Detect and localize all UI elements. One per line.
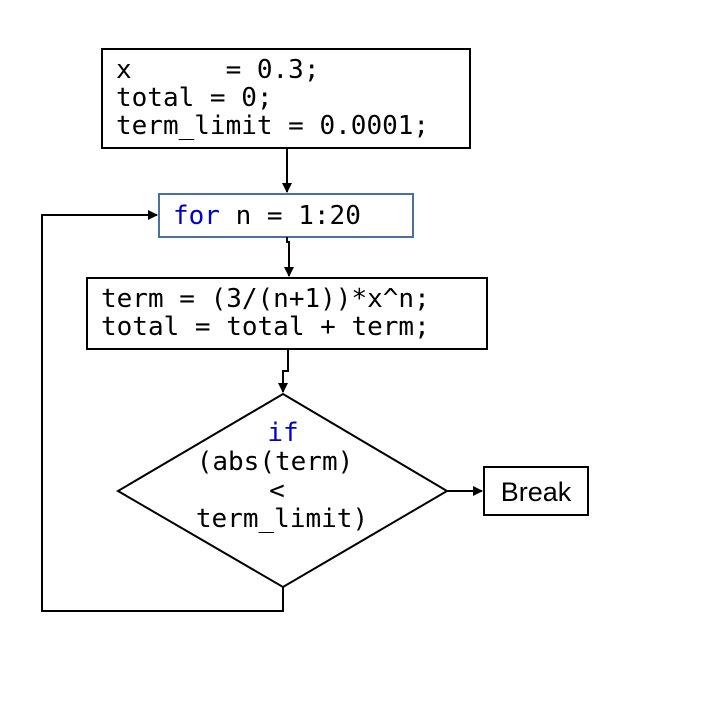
body-line-total: total = total + term; xyxy=(101,312,430,342)
body-block: term = (3/(n+1))*x^n; total = total + te… xyxy=(86,277,488,350)
arrow-loop-to-body xyxy=(284,237,294,277)
init-block: x = 0.3; total = 0; term_limit = 0.0001; xyxy=(101,48,471,149)
loop-block: for n = 1:20 xyxy=(158,193,414,238)
arrow-body-to-decision xyxy=(278,349,289,393)
loop-expression: n = 1:20 xyxy=(220,201,361,231)
decision-keyword: if xyxy=(267,418,298,448)
break-block: Break xyxy=(483,466,589,516)
decision-diamond: if (abs(term) < term_limit) xyxy=(116,392,449,589)
body-line-term: term = (3/(n+1))*x^n; xyxy=(101,284,430,314)
init-line-term-limit: term_limit = 0.0001; xyxy=(116,111,429,141)
init-line-x: x = 0.3; xyxy=(116,55,320,85)
loop-header: for n = 1:20 xyxy=(173,201,361,231)
break-label: Break xyxy=(501,477,572,507)
decision-line-abs: (abs(term) xyxy=(197,447,354,477)
decision-line-less-than: < xyxy=(269,476,285,506)
init-line-total: total = 0; xyxy=(116,83,273,113)
arrow-loop-back xyxy=(41,210,284,612)
decision-line-limit: term_limit) xyxy=(196,504,368,534)
loop-keyword: for xyxy=(173,201,220,231)
